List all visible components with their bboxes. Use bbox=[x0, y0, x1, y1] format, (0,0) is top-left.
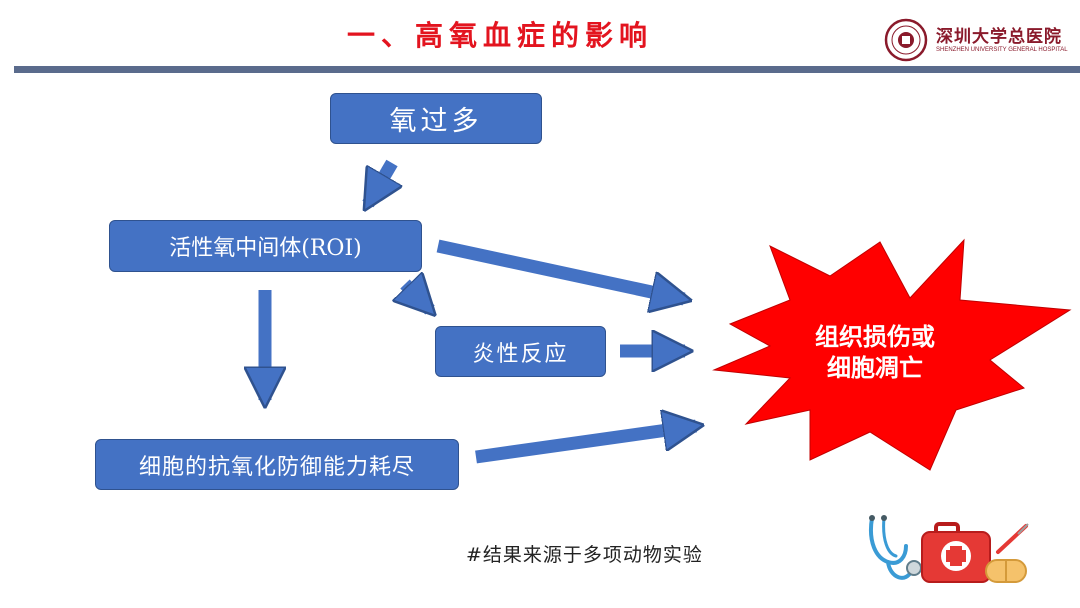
outcome-line-2: 细胞凋亡 bbox=[827, 354, 923, 382]
stethoscope-icon bbox=[869, 515, 922, 580]
node-oxygen-excess: 氧过多 bbox=[330, 93, 542, 144]
outcome-burst bbox=[712, 238, 1072, 471]
hospital-name-en: SHENZHEN UNIVERSITY GENERAL HOSPITAL bbox=[936, 47, 1068, 53]
medical-clipart bbox=[869, 515, 1029, 583]
arrow-antioxidant-to-outcome bbox=[475, 426, 696, 464]
node-antioxidant-exhausted: 细胞的抗氧化防御能力耗尽 bbox=[95, 439, 459, 490]
page-title: 一、高氧血症的影响 bbox=[346, 19, 653, 52]
arrow-oxygen-to-roi bbox=[368, 159, 392, 204]
outcome-line-1: 组织损伤或 bbox=[815, 323, 935, 351]
hospital-name-cn: 深圳大学总医院 bbox=[936, 27, 1062, 47]
node-inflammation: 炎性反应 bbox=[435, 326, 606, 377]
node-outcome: 组织损伤或 细胞凋亡 bbox=[800, 322, 950, 384]
arrow-roi-to-inflammation bbox=[405, 284, 430, 310]
arrow-roi-to-outcome bbox=[436, 239, 684, 299]
first-aid-kit-icon bbox=[921, 522, 991, 583]
hospital-seal-icon bbox=[884, 18, 928, 62]
footnote: #结果来源于多项动物实验 bbox=[466, 544, 703, 566]
node-roi: 活性氧中间体(ROI) bbox=[109, 220, 422, 272]
header-divider bbox=[14, 66, 1080, 73]
pill-icon bbox=[985, 523, 1029, 583]
hospital-logo: 深圳大学总医院 SHENZHEN UNIVERSITY GENERAL HOSP… bbox=[884, 18, 1074, 64]
